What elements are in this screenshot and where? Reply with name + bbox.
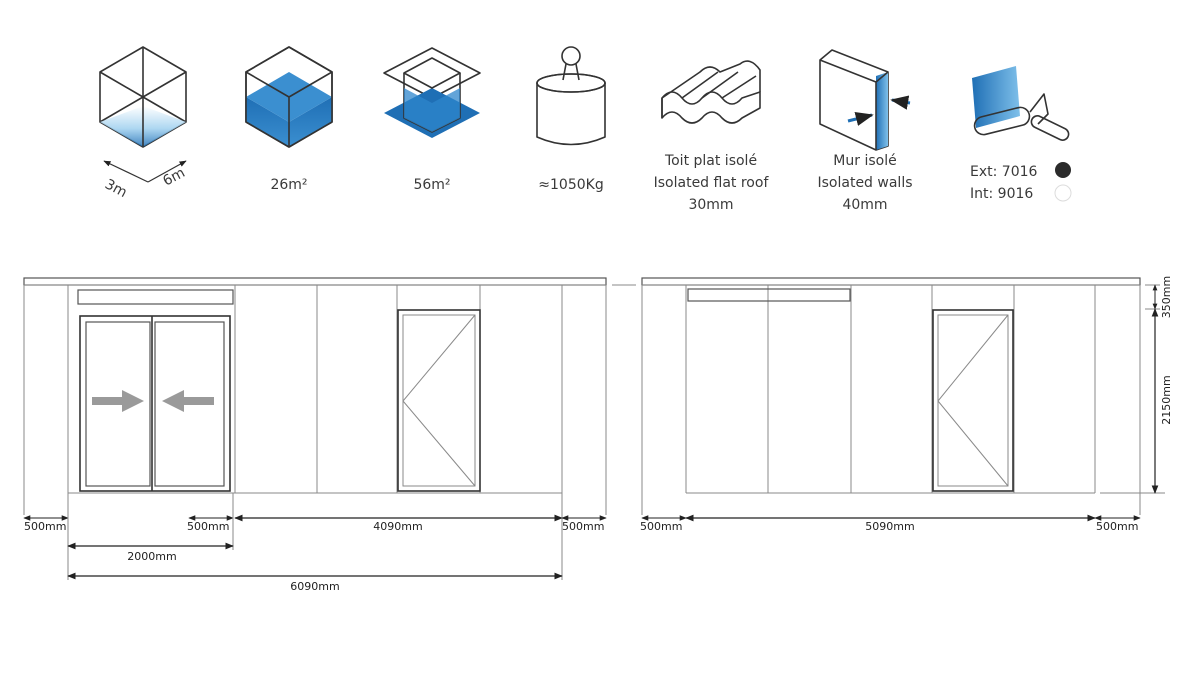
roof-line2: Isolated flat roof xyxy=(654,175,770,191)
left-single-door xyxy=(397,309,481,492)
dim-length-label: 3m xyxy=(102,176,129,201)
flat-roof-icon xyxy=(661,60,761,124)
dim-left-right-margin: 500mm xyxy=(562,520,604,533)
color-ext-label: Ext: 7016 xyxy=(970,164,1038,180)
wall-panel-icon xyxy=(819,49,911,151)
dim-roof-height: 350mm xyxy=(1160,276,1173,318)
right-elevation xyxy=(641,277,1141,515)
sliding-door-arrows xyxy=(92,390,214,412)
dim-right-span: 5090mm xyxy=(865,520,914,533)
wall-line3: 40mm xyxy=(842,197,887,213)
dim-width-label: 6m xyxy=(160,165,187,190)
stacked-area-icon xyxy=(383,47,481,138)
weight-icon xyxy=(536,46,606,146)
wall-line2: Isolated walls xyxy=(818,175,913,191)
dim-wall-height: 2150mm xyxy=(1160,375,1173,424)
dim-left-door-gap: 500mm xyxy=(187,520,229,533)
weight-label: ≈1050Kg xyxy=(538,177,603,193)
dim-right-margin-right: 500mm xyxy=(1096,520,1138,533)
int-color-swatch xyxy=(1054,184,1072,202)
dim-right-margin-left: 500mm xyxy=(640,520,682,533)
area-26-label: 26m² xyxy=(270,177,307,193)
left-elevation xyxy=(23,277,607,515)
roof-line3: 30mm xyxy=(688,197,733,213)
dimension-lines xyxy=(23,284,1159,580)
dim-left-span: 4090mm xyxy=(373,520,422,533)
roof-line1: Toit plat isolé xyxy=(664,153,757,169)
dims-arrows xyxy=(103,160,187,183)
paint-roller-icon xyxy=(972,66,1070,141)
cube-floor-icon xyxy=(99,46,187,148)
wall-line1: Mur isolé xyxy=(833,153,896,169)
cube-volume-icon xyxy=(245,46,333,148)
ext-color-swatch xyxy=(1055,162,1071,178)
right-single-door xyxy=(932,309,1014,492)
dim-door-width: 2000mm xyxy=(127,550,176,563)
dim-total-left: 6090mm xyxy=(290,580,339,593)
dim-left-margin: 500mm xyxy=(24,520,66,533)
area-56-label: 56m² xyxy=(413,177,450,193)
color-int-label: Int: 9016 xyxy=(970,186,1033,202)
